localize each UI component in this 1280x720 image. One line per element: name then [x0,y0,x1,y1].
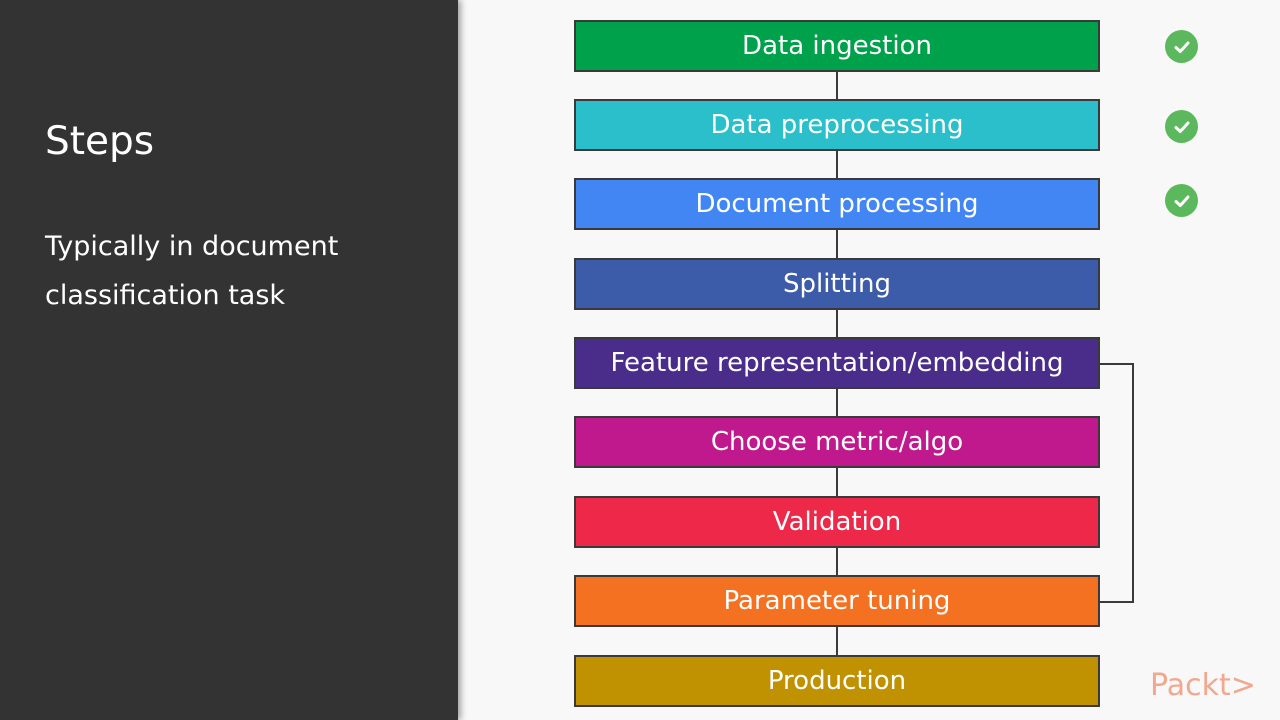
step-label: Splitting [782,269,892,299]
connector-line [836,151,838,179]
connector-line [836,627,838,655]
loop-line-vertical [1132,363,1134,603]
step-label: Data preprocessing [710,110,964,140]
step-label: Feature representation/embedding [610,348,1064,378]
check-circle-icon [1165,184,1198,217]
connector-line [836,389,838,417]
packt-logo: Packt> [1150,668,1256,703]
step-production: Production [574,655,1100,707]
step-splitting: Splitting [574,258,1100,310]
left-panel: Steps Typically in document classificati… [0,0,458,720]
step-label: Production [767,666,907,696]
step-data-preprocessing: Data preprocessing [574,99,1100,151]
connector-line [836,548,838,576]
step-parameter-tuning: Parameter tuning [574,575,1100,627]
step-label: Document processing [695,189,979,219]
slide-subtitle: Typically in document classification tas… [45,231,339,311]
connector-line [836,468,838,496]
step-document-processing: Document processing [574,178,1100,230]
slide-title: Steps [45,119,155,164]
loop-line-top [1100,363,1134,365]
step-label: Data ingestion [742,31,932,61]
step-validation: Validation [574,496,1100,548]
step-feature-representation: Feature representation/embedding [574,337,1100,389]
step-label: Choose metric/algo [710,427,964,457]
connector-line [836,72,838,100]
check-circle-icon [1165,110,1198,143]
loop-line-bottom [1100,601,1134,603]
step-choose-metric: Choose metric/algo [574,416,1100,468]
step-label: Parameter tuning [723,586,951,616]
connector-line [836,310,838,338]
check-circle-icon [1165,30,1198,63]
step-label: Validation [772,507,902,537]
connector-line [836,230,838,258]
step-data-ingestion: Data ingestion [574,20,1100,72]
